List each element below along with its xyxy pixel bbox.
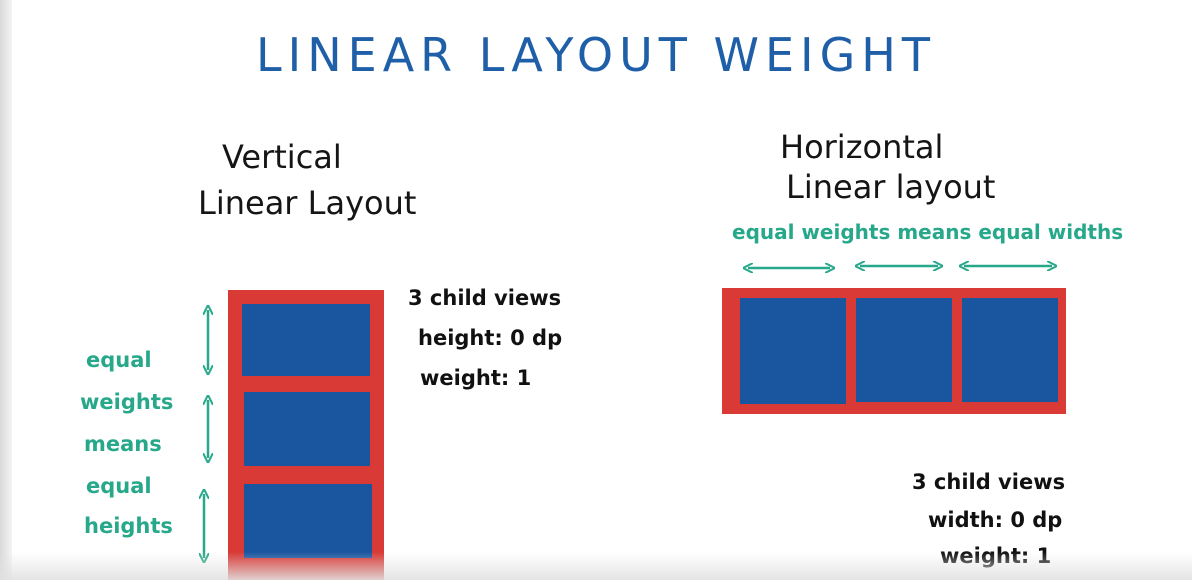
bottom-edge-shadow (0, 552, 1192, 580)
vertical-note-word-5: heights (84, 514, 173, 538)
horizontal-child-view-2 (856, 298, 952, 402)
horizontal-child-view-1 (740, 298, 846, 404)
vertical-height-attr: height: 0 dp (418, 326, 563, 350)
vertical-child-view-2 (244, 392, 370, 466)
vertical-note-word-3: means (84, 432, 162, 456)
vertical-weight-attr: weight: 1 (420, 366, 532, 390)
horizontal-heading-line2: Linear layout (786, 168, 996, 206)
vertical-child-views-label: 3 child views (408, 286, 562, 310)
horizontal-top-note: equal weights means equal widths (732, 220, 1124, 244)
vertical-heading-line2: Linear Layout (198, 184, 417, 222)
horizontal-width-attr: width: 0 dp (928, 508, 1063, 532)
vertical-heading-line1: Vertical (222, 138, 342, 176)
horizontal-heading-line1: Horizontal (780, 128, 944, 166)
vertical-child-view-1 (242, 304, 370, 376)
vertical-note-word-1: equal (86, 348, 152, 372)
vertical-child-view-3 (244, 484, 372, 558)
page-title: LINEAR LAYOUT WEIGHT (256, 28, 936, 82)
vertical-note-word-4: equal (86, 474, 152, 498)
horizontal-child-views-label: 3 child views (912, 470, 1066, 494)
left-edge-shadow (0, 0, 12, 580)
horizontal-child-view-3 (962, 298, 1058, 402)
vertical-note-word-2: weights (80, 390, 174, 414)
